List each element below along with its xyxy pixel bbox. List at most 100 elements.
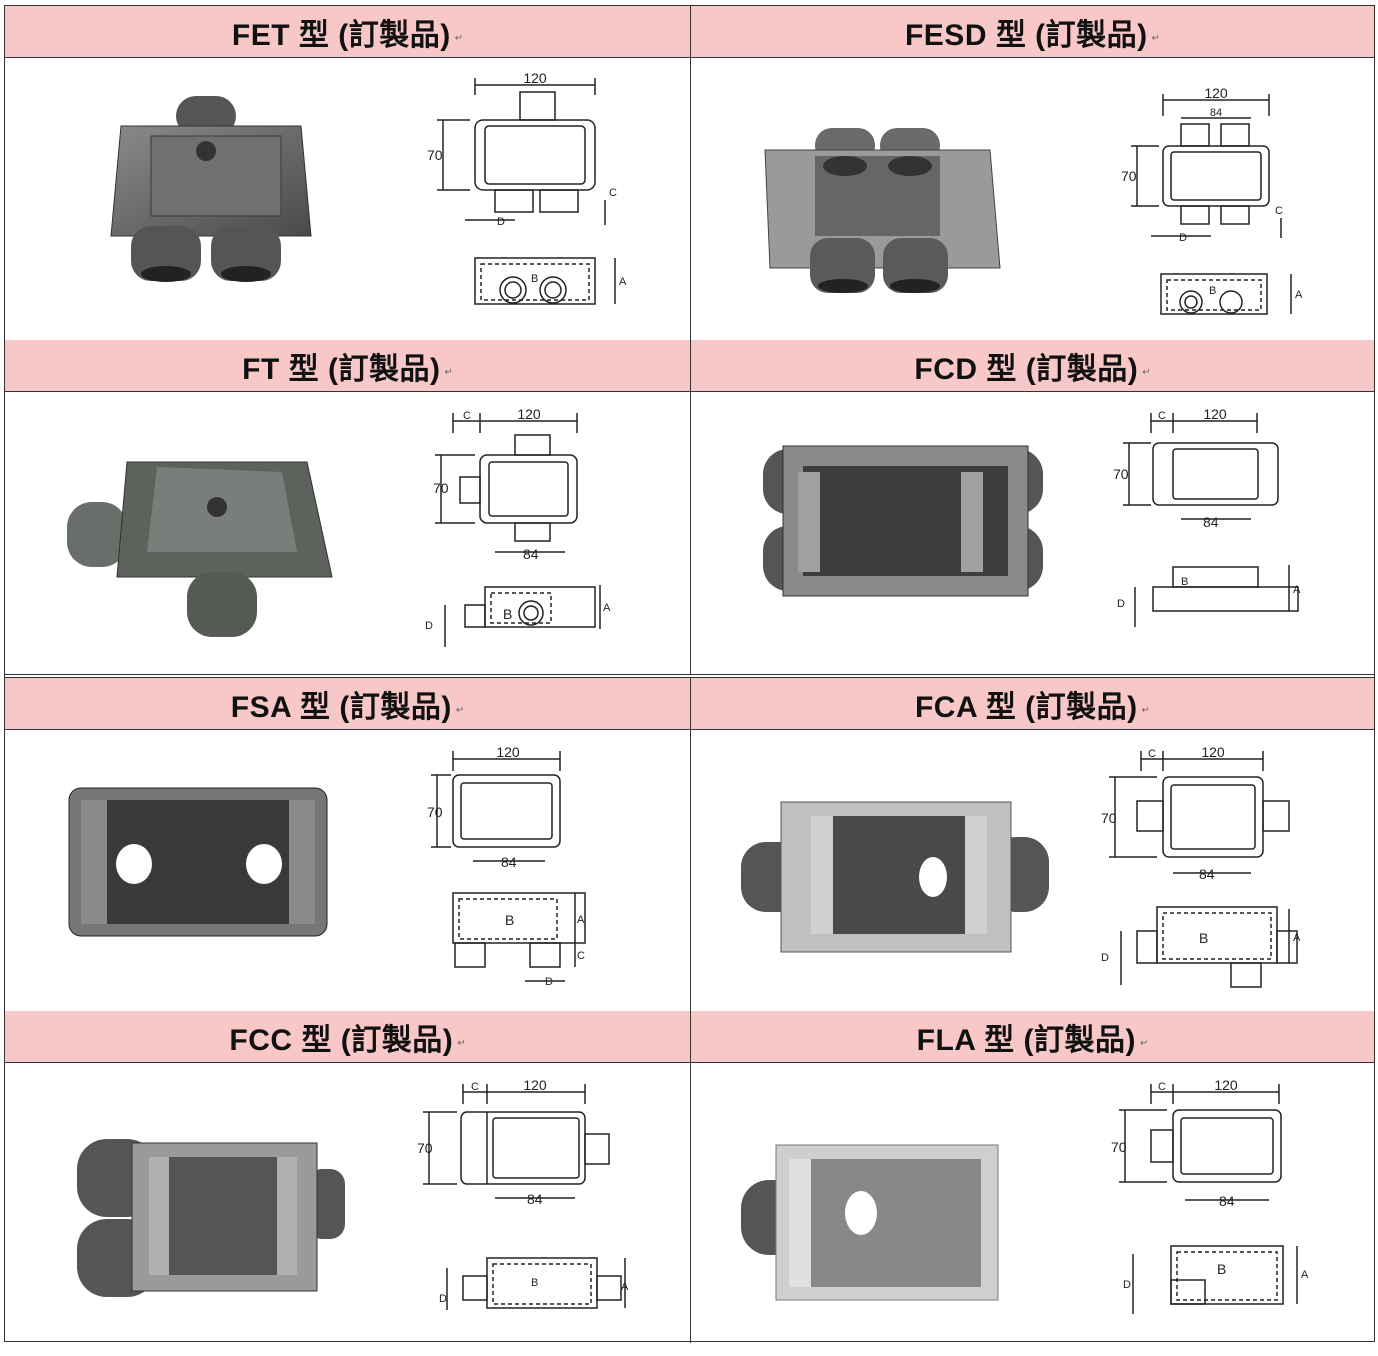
dim-b: B [531,273,538,285]
dim-c: C [471,1081,479,1093]
dim-width: 120 [1201,744,1225,760]
cell-body: C 120 70 84 D B A [5,392,690,674]
cell-title: FSA 型 (訂製品) [230,690,452,724]
fcc-product-photo [77,1139,345,1297]
dim-c: C [463,410,471,422]
paragraph-mark: ↵ [1151,33,1161,44]
cell-body: 120 70 C D B A [5,58,690,340]
dim-b: B [505,912,514,928]
table-row: FT 型 (訂製品) ↵ [5,340,1374,675]
dim-height: 70 [427,147,443,163]
cell-header: FT 型 (訂製品) ↵ [5,340,690,392]
paragraph-mark: ↵ [1141,705,1151,716]
fet-product-photo [110,96,312,282]
cell-body: 120 70 84 B A C D [5,730,690,1012]
cell-ft: FT 型 (訂製品) ↵ [5,340,691,674]
dim-b: B [503,606,512,622]
fsa-product-photo [68,787,328,937]
paragraph-mark: ↵ [454,33,464,44]
cell-body: C 120 70 84 D B A [5,1063,690,1343]
fcc-dimension-drawing: C 120 70 84 D B A [417,1077,629,1310]
dim-inner: 84 [1199,866,1215,882]
cell-fcc: FCC 型 (訂製品) ↵ [5,1011,691,1343]
dim-c: C [1158,1081,1166,1093]
cell-header: FLA 型 (訂製品) ↵ [691,1011,1374,1063]
dim-d: D [545,976,553,988]
dim-b: B [1181,576,1188,588]
dim-height: 70 [1121,168,1137,184]
cell-title: FET 型 (訂製品) [231,18,451,52]
dim-width: 120 [1203,406,1227,422]
dim-d: D [1101,952,1109,964]
cell-header: FCD 型 (訂製品) ↵ [691,340,1374,392]
dim-d: D [425,620,433,632]
cell-body: C 120 70 84 D B A [691,1063,1374,1343]
cell-fesd: FESD 型 (訂製品) ↵ [691,6,1374,340]
fsa-dimension-drawing: 120 70 84 B A C D [427,744,586,988]
fesd-product-photo [764,128,1001,293]
dim-c: C [1148,748,1156,760]
cell-fla: FLA 型 (訂製品) ↵ [691,1011,1374,1343]
dim-height: 70 [1113,466,1129,482]
dim-c: C [1158,410,1166,422]
table-row: FET 型 (訂製品) ↵ [5,6,1374,341]
cell-body: C 120 70 84 D B A [691,392,1374,674]
dim-inner: 84 [527,1191,543,1207]
dim-width: 120 [1214,1077,1238,1093]
paragraph-mark: ↵ [1142,367,1151,378]
dim-inner: 84 [523,546,539,562]
dim-width: 120 [496,744,520,760]
fla-product-photo [741,1144,999,1301]
dim-inner: 84 [501,854,517,870]
fet-dimension-drawing: 120 70 C D B A [427,70,627,305]
cell-title: FLA 型 (訂製品) [916,1023,1136,1057]
cell-body: 120 84 70 C D B A [691,58,1374,340]
paragraph-mark: ↵ [444,367,453,378]
dim-width: 120 [523,70,547,86]
fca-product-photo [741,801,1049,953]
dim-inner: 84 [1219,1193,1235,1209]
dim-d: D [497,216,505,228]
dim-a: A [1301,1269,1309,1281]
cell-title: FESD 型 (訂製品) [904,18,1148,52]
cell-title: FCA 型 (訂製品) [914,690,1138,724]
table-row: FSA 型 (訂製品) ↵ [5,677,1374,1013]
ft-product-photo [67,461,333,637]
cell-header: FCA 型 (訂製品) ↵ [691,678,1374,730]
paragraph-mark: ↵ [457,1038,466,1049]
cell-title: FT 型 (訂製品) [242,352,441,386]
cell-header: FCC 型 (訂製品) ↵ [5,1011,690,1063]
dim-height: 70 [1111,1139,1127,1155]
dim-d: D [439,1293,447,1305]
cell-title: FCC 型 (訂製品) [229,1023,454,1057]
dim-width: 120 [1204,85,1228,101]
dim-width: 120 [523,1077,547,1093]
ft-dimension-drawing: C 120 70 84 D B A [425,406,611,647]
dim-b: B [1217,1261,1226,1277]
cell-fsa: FSA 型 (訂製品) ↵ [5,678,691,1012]
dim-height: 70 [1101,810,1117,826]
dim-a: A [619,276,627,288]
cell-header: FESD 型 (訂製品) ↵ [691,6,1374,58]
cell-header: FSA 型 (訂製品) ↵ [5,678,690,730]
dim-a: A [603,602,611,614]
cell-fca: FCA 型 (訂製品) ↵ [691,678,1374,1012]
fca-dimension-drawing: C 120 70 84 D B A [1101,744,1301,988]
dim-height: 70 [427,804,443,820]
paragraph-mark: ↵ [1139,1038,1149,1049]
dim-b: B [1209,285,1216,297]
dim-width: 120 [517,406,541,422]
dim-height: 70 [417,1140,433,1156]
dim-height: 70 [433,480,449,496]
cell-header: FET 型 (訂製品) ↵ [5,6,690,58]
cell-title: FCD 型 (訂製品) [914,352,1139,386]
fesd-dimension-drawing: 120 84 70 C D B A [1121,85,1303,315]
dim-a: A [1293,584,1301,596]
dim-b: B [531,1277,538,1289]
fcd-dimension-drawing: C 120 70 84 D B A [1113,406,1301,627]
table-row: FCC 型 (訂製品) ↵ [5,1011,1374,1343]
product-table: FET 型 (訂製品) ↵ [4,5,1375,1343]
dim-c: C [577,950,585,962]
dim-b: B [1199,930,1208,946]
cell-fcd: FCD 型 (訂製品) ↵ [691,340,1374,674]
